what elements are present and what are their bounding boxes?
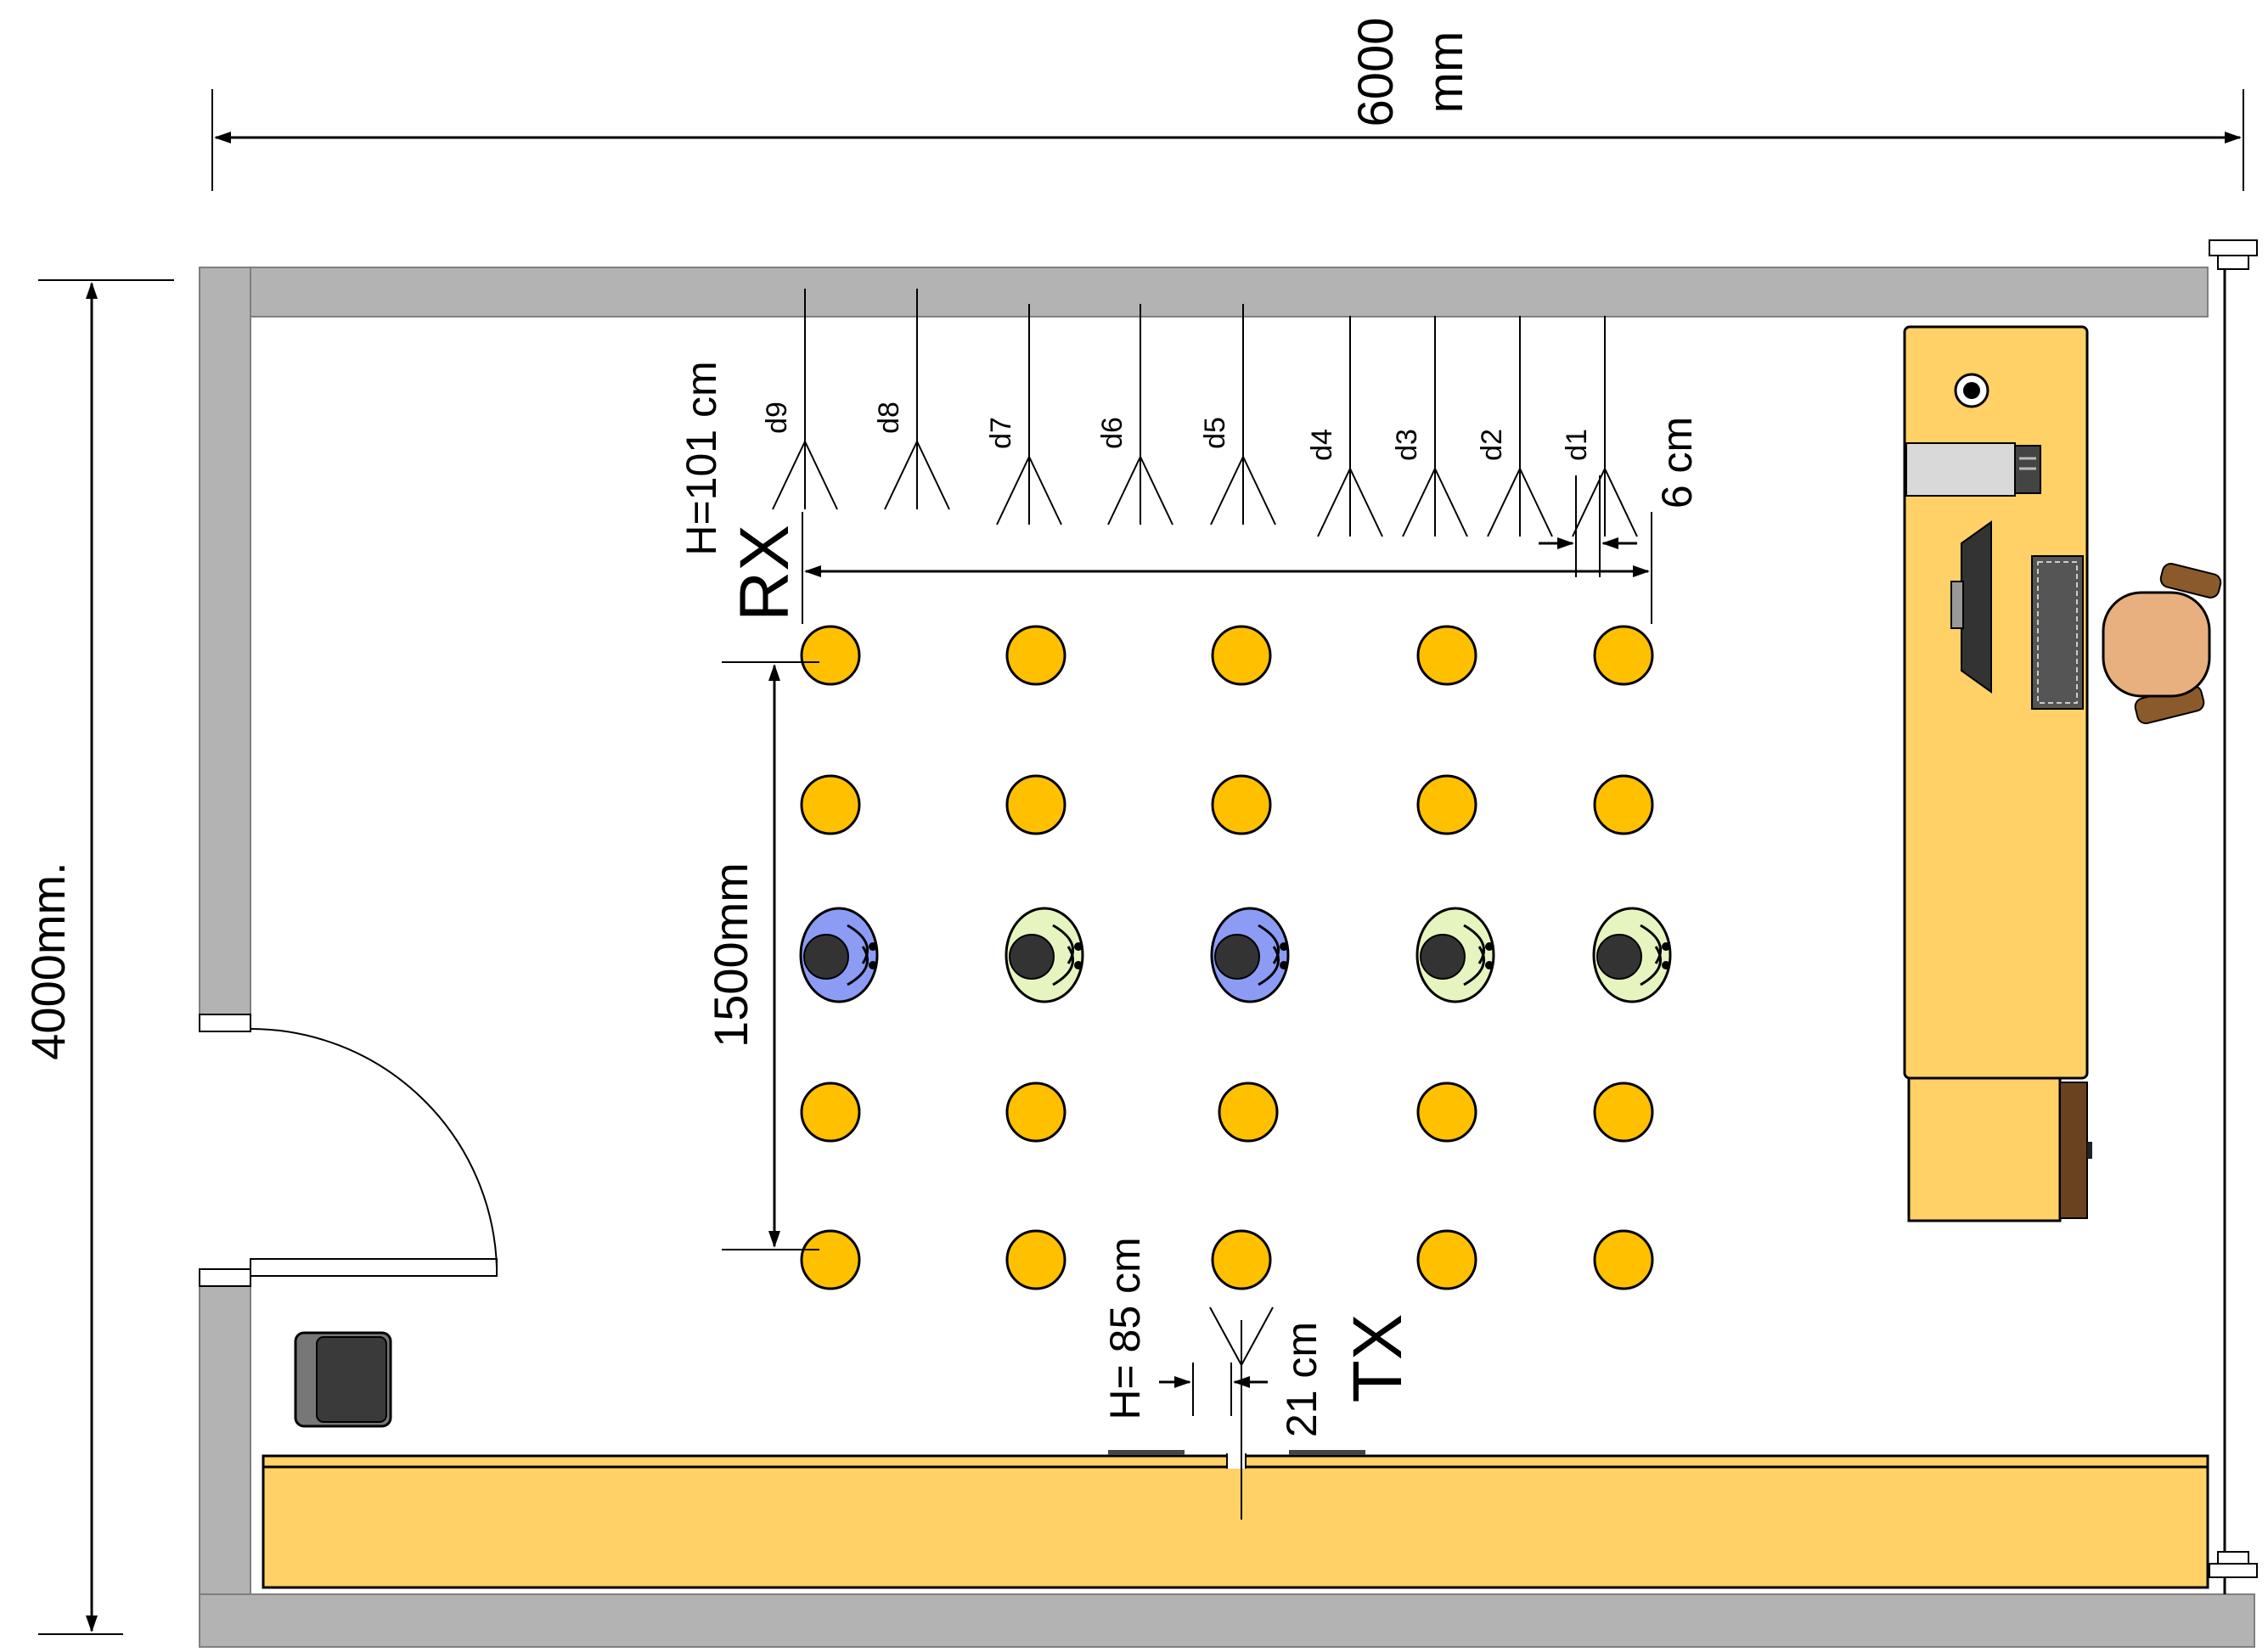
bottom-counter xyxy=(262,1450,2209,1589)
rx-antenna-label: d7 xyxy=(985,417,1017,449)
tx-label: TX xyxy=(1339,1314,1416,1403)
position-marker xyxy=(1593,625,1654,686)
monitor-icon xyxy=(1950,520,1992,694)
rx-antenna-d5: d5 xyxy=(1199,304,1276,525)
position-marker xyxy=(1211,1229,1272,1290)
height-dimension: 4000mm. xyxy=(21,279,174,1635)
rx-antenna-d4: d4 xyxy=(1306,316,1383,537)
rx-antenna-label: d2 xyxy=(1476,429,1508,461)
printer-icon xyxy=(294,1331,392,1428)
workstation xyxy=(1903,325,2222,1222)
position-marker xyxy=(1005,625,1066,686)
person-head xyxy=(1009,934,1055,980)
rx-antenna-label: d9 xyxy=(761,402,793,434)
width-unit-label: mm xyxy=(1418,31,1473,114)
row-span-dimension: 1500mm xyxy=(704,661,819,1250)
position-marker xyxy=(800,625,861,686)
measurement-positions xyxy=(800,625,1654,1290)
rx-antenna-label: d3 xyxy=(1391,429,1423,461)
height-value-label: 4000mm. xyxy=(21,862,75,1059)
position-marker xyxy=(1005,1229,1066,1290)
rx-antenna-d8: d8 xyxy=(873,289,950,510)
position-marker xyxy=(1005,1082,1066,1143)
position-marker xyxy=(1211,774,1272,835)
width-value-label: 6000 xyxy=(1348,17,1404,126)
position-marker xyxy=(1218,1082,1279,1143)
position-marker xyxy=(1005,774,1066,835)
rx-label: RX xyxy=(726,525,803,621)
position-marker xyxy=(800,1082,861,1143)
computer-tower-icon xyxy=(1905,442,2041,497)
rx-antenna-d6: d6 xyxy=(1096,304,1173,525)
rx-antenna-d9: d9 xyxy=(761,289,838,510)
rx-antenna-label: d4 xyxy=(1306,429,1338,461)
position-marker xyxy=(1593,774,1654,835)
tx-height-label: H= 85 cm xyxy=(1101,1237,1149,1419)
door xyxy=(250,1028,498,1277)
keyboard-icon xyxy=(2031,555,2084,710)
rx-antenna-d2: d2 xyxy=(1476,316,1553,537)
position-marker xyxy=(1416,774,1477,835)
width-dimension: 6000 mm xyxy=(211,17,2244,191)
person-head xyxy=(1596,934,1642,980)
row-span-label: 1500mm xyxy=(704,863,757,1048)
rx-antenna-d7: d7 xyxy=(985,304,1062,525)
position-marker xyxy=(1416,1229,1477,1290)
rx-height-label: H=101 cm xyxy=(678,361,725,555)
person-4 xyxy=(1415,907,1495,1003)
tx-spacing-label: 21 cm xyxy=(1278,1322,1325,1437)
person-3 xyxy=(1210,907,1290,1003)
rx-antenna-label: d6 xyxy=(1096,417,1128,449)
people xyxy=(799,907,1672,1003)
position-marker xyxy=(1593,1082,1654,1143)
tx-antenna: H= 85 cm 21 cm TX xyxy=(1101,1237,1416,1520)
rx-antenna-label: d5 xyxy=(1199,417,1231,449)
position-marker xyxy=(1593,1229,1654,1290)
rx-antenna-d3: d3 xyxy=(1391,316,1468,537)
position-marker xyxy=(1416,1082,1477,1143)
rx-antenna-array: d9 d8 d7 d6 d5 d4 d3 d2 d1 xyxy=(761,289,1638,537)
person-head xyxy=(1214,934,1260,980)
person-5 xyxy=(1592,907,1672,1003)
person-1 xyxy=(799,907,879,1003)
rx-antenna-d1: d1 xyxy=(1561,316,1638,537)
office-chair-icon xyxy=(2102,563,2222,725)
rx-antenna-label: d8 xyxy=(873,402,905,434)
antenna-spacing-dimension: 6 cm xyxy=(1539,417,1701,577)
rx-baseline-dimension: RX H=101 cm xyxy=(678,361,1652,624)
person-head xyxy=(803,934,849,980)
antenna-spacing-label: 6 cm xyxy=(1653,417,1701,509)
position-marker xyxy=(1416,625,1477,686)
room-walls xyxy=(199,239,2258,1648)
position-marker xyxy=(800,1229,861,1290)
position-marker xyxy=(800,774,861,835)
person-head xyxy=(1420,934,1466,980)
rx-antenna-label: d1 xyxy=(1561,429,1593,461)
position-marker xyxy=(1211,625,1272,686)
person-2 xyxy=(1005,907,1084,1003)
